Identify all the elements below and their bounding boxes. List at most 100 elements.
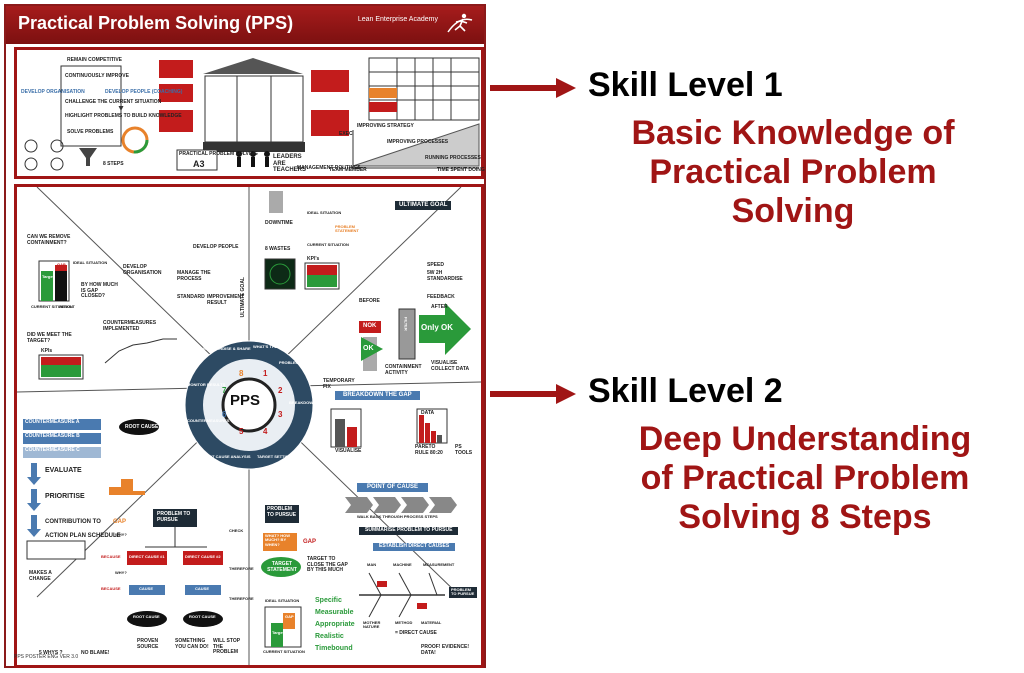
did-we-meet: DID WE MEET THE TARGET? [27,332,72,344]
no-blame: NO BLAME! [81,650,110,656]
target-statement: TARGET STATEMENT [267,561,297,573]
exec-label: EXEC [339,131,353,137]
speed-label: SPEED [427,262,444,268]
cause-2: CAUSE [195,586,210,591]
why-1: WHY? [115,532,127,537]
countermeasure-c: COUNTERMEASURE C [25,447,80,453]
skill-level-2-line-2: of Practical Problem [640,458,970,497]
skill-level-1-heading: Skill Level 1 [588,66,783,104]
ultimate-goal-vertical: ULTIMATE GOAL [240,277,246,318]
ok-label: OK [363,345,374,352]
poster-footer: PPS POSTER ENG VER 3.0 [14,654,79,660]
summarise-header: SUMMARISE PROBLEM TO PURSUE [359,527,459,535]
improving-strategy: IMPROVING STRATEGY [357,123,414,129]
kpis-1: KPIs [41,348,53,354]
countermeasure-b: COUNTERMEASURE B [25,433,80,439]
wheel-step-7: 7 [222,386,227,395]
manage-process: MANAGE THE PROCESS [177,270,211,282]
target-1: Target [42,274,54,279]
wheel-label-monitor: MONITOR RESULTS [187,382,226,387]
arrow-skill-level-1 [490,78,576,98]
visualise-label: VISUALISE [335,448,362,454]
direct-cause-1: DIRECT CAUSE #1 [129,554,165,559]
leaders-teachers: LEADERS ARE TEACHERS [273,154,307,174]
target-3: Target [272,630,284,635]
countermeasures-implemented: COUNTERMEASURES IMPLEMENTED [103,320,157,332]
gap-3: GAP [285,614,294,619]
because-1: BECAUSE [101,554,121,559]
wheel-label-target: TARGET SETTING [257,454,292,459]
cycle-develop-people: DEVELOP PEOPLE (COACHING) [105,89,183,95]
cycle-remain: REMAIN COMPETITIVE [67,57,123,63]
skill-level-2-frame: PPS 8 1 2 3 4 5 6 7 WHAT'S THE GAP? PROB… [14,184,484,668]
feedback-label: FEEDBACK [427,294,455,300]
because-2: BECAUSE [101,586,121,591]
improving-processes: IMPROVING PROCESSES [387,139,449,145]
gap-4: GAP [303,539,317,545]
can-we-remove: CAN WE REMOVE CONTAINMENT? [27,234,71,246]
therefore-1: THEREFORE [229,566,254,571]
smart-timebound: Timebound [315,645,353,652]
develop-people: DEVELOP PEOPLE [193,244,239,250]
root-cause-3: ROOT CAUSE [189,614,216,619]
why-2: WHY? [115,570,127,575]
temporary-fix: TEMPORARY FIX [323,378,355,390]
five-whys: 5 WHYS ? [39,650,63,656]
wheel-graphics [17,187,481,665]
skill-level-1-line-3: Solving [731,191,855,230]
arrow-skill-level-2 [490,384,576,404]
wheel-step-8: 8 [239,369,244,378]
target-close-gap: TARGET TO CLOSE THE GAP BY THIS MUCH [307,556,348,573]
what-how-when: WHAT? HOW MUCH? BY WHEN? [265,533,291,547]
cause-1: CAUSE [139,586,154,591]
gap-2: GAP [113,519,127,525]
gap-1: GAP [57,262,66,267]
prioritise-label: PRIORITISE [45,493,85,500]
action-plan-schedule: ACTION PLAN SCHEDULE [45,533,121,539]
problem-to-pursue-2: PROBLEM TO PURSUE [267,506,297,518]
fishbone-measurement: MEASUREMENT [423,562,455,567]
standard-label: STANDARD [177,294,205,300]
improvement-result: IMPROVEMENT RESULT [207,294,245,306]
ultimate-goal-box: ULTIMATE GOAL [395,201,452,210]
problem-to-pursue-1: PROBLEM TO PURSUE [157,511,191,523]
wheel-label-standardise: STANDARDISE & SHARE [203,346,251,351]
contribution-label: CONTRIBUTION TO [45,519,101,525]
countermeasure-a: COUNTERMEASURE A [25,419,80,425]
proven-source: PROVEN SOURCE [137,638,159,650]
skill-level-1-description: Basic Knowledge of Practical Problem Sol… [578,114,1008,230]
standardise-label: 5W 2H STANDARDISE [427,270,463,282]
breakdown-gap-header: BREAKDOWN THE GAP [335,391,420,400]
skill-level-2-line-1: Deep Understanding [638,420,972,458]
smart-realistic: Realistic [315,633,344,640]
poster-title: Practical Problem Solving (PPS) [18,13,294,33]
wheel-label-clarification: PROBLEM CLARIFICATION [279,360,331,365]
time-spent-label: TIME SPENT DOING [437,167,485,173]
root-cause-2: ROOT CAUSE [133,614,160,619]
kpis-2: KPI's [307,256,320,262]
walk-back-label: WALK BACK THROUGH PROCESS STEPS [357,514,438,519]
pps-a3-label: PRACTICAL PROBLEM SOLVING [179,151,258,157]
wheel-label-countermeasures: COUNTERMEASURES [187,418,230,423]
fishbone-material: MATERIAL [421,620,442,625]
a3-label: A3 [193,159,205,169]
ideal-situation-1: IDEAL SITUATION [73,260,108,265]
wheel-step-1: 1 [263,369,268,378]
eight-wastes: 8 WASTES [265,246,291,252]
skill-level-1-line-2: Practical Problem [649,152,937,191]
skill-level-1-frame: REMAIN COMPETITIVE CONTINUOUSLY IMPROVE … [14,47,485,179]
management-routines: MANAGEMENT ROUTINES [297,165,361,171]
establish-header: ESTABLISH DIRECT CAUSES [373,543,456,551]
check-label: CHECK [229,528,244,533]
data-label: DATA [421,410,435,416]
problem-statement: PROBLEM STATEMENT [335,224,359,234]
therefore-2: THEREFORE [229,596,254,601]
direct-cause-legend: = DIRECT CAUSE [395,630,437,636]
cycle-improve: CONTINUOUSLY IMPROVE [65,73,129,79]
smart-specific: Specific [315,597,342,604]
direct-cause-2: DIRECT CAUSE #2 [185,554,221,559]
smart-measurable: Measurable [315,609,354,616]
wheel-label-root-cause: ROOT CAUSE ANALYSIS [203,454,251,459]
something-you-can-do: SOMETHING YOU CAN DO! [175,638,209,650]
fishbone-problem: PROBLEM TO PURSUE [449,587,477,598]
